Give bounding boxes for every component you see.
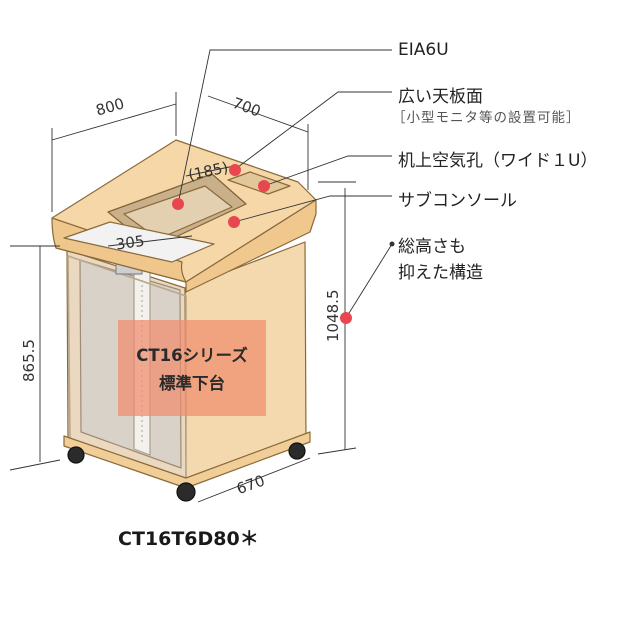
- marker-height-dot: [389, 241, 395, 247]
- caster-back-right: [288, 442, 306, 460]
- dim-inner-line: [185, 165, 235, 177]
- dimension-lines: [9, 92, 357, 503]
- leader-top: [233, 91, 392, 171]
- marker-top: [229, 164, 241, 176]
- callout-vent: 机上空気孔（ワイド１U）: [398, 151, 598, 171]
- base-frame: [63, 431, 311, 489]
- leader-console: [233, 195, 392, 223]
- callout-top: 広い天板面: [398, 87, 483, 107]
- marker-console: [228, 216, 240, 228]
- leader-eia: [177, 49, 392, 205]
- dimension-labels: 800 700 (185) 305 1048.5 865.5 670: [20, 94, 342, 498]
- desk-right-cap: [185, 199, 317, 293]
- dim-table-height-label: 865.5: [20, 339, 38, 382]
- marker-height: [340, 312, 352, 324]
- callout-height-line1: 総高さも: [398, 237, 466, 257]
- base-label-box: [118, 320, 266, 416]
- dim-width-label: 800: [94, 94, 126, 119]
- base-label-line1: CT16シリーズ: [136, 346, 248, 365]
- dim-depth-label: 700: [230, 94, 263, 121]
- dim-total-height-label: 1048.5: [324, 290, 342, 343]
- marker-vent: [258, 180, 270, 192]
- callout-eia: EIA6U: [398, 40, 449, 60]
- caster-front-right: [176, 482, 196, 502]
- callout-console: サブコンソール: [398, 191, 517, 211]
- dim-base-line: [197, 457, 311, 503]
- dim-total-height-bottom: [317, 447, 357, 455]
- dim-base-label: 670: [234, 471, 267, 498]
- callout-top-sub: ［小型モニタ等の設置可能］: [392, 110, 581, 126]
- leader-height: [345, 243, 393, 319]
- dim-width-line: [51, 103, 177, 141]
- base-label-line2: 標準下台: [159, 374, 225, 393]
- dim-shelf-line: [107, 235, 193, 247]
- markers: [172, 164, 395, 324]
- caster-front-left: [67, 446, 85, 464]
- dim-shelf-label: 305: [115, 232, 146, 254]
- leader-vent: [263, 155, 392, 187]
- dim-depth-line: [207, 95, 309, 133]
- leader-lines: [177, 49, 393, 319]
- marker-eia: [172, 198, 184, 210]
- dim-table-height-bottom: [9, 459, 61, 471]
- model-code: CT16T6D80＊: [118, 528, 259, 550]
- callout-height-line2: 抑えた構造: [398, 263, 483, 283]
